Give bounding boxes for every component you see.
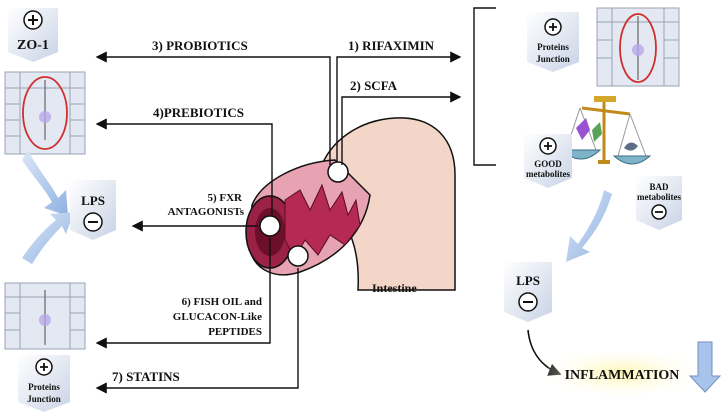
arrow-statins bbox=[95, 268, 299, 394]
sampling-point-3 bbox=[287, 245, 309, 267]
lps-tile-right: LPS bbox=[504, 262, 552, 322]
bad-label-1: BAD bbox=[649, 182, 669, 192]
inflammation-label: INFLAMMATION bbox=[565, 368, 680, 383]
left-panel: ZO-1 LPS bbox=[4, 8, 116, 412]
arrow-rifaximin bbox=[336, 51, 462, 162]
arrow-prebiotics bbox=[95, 118, 273, 215]
intestine-label: Intestine bbox=[372, 281, 417, 295]
curved-arrow-right bbox=[566, 190, 612, 262]
bad-metabolites-tile: BAD metabolites bbox=[636, 176, 682, 230]
label-scfa: 2) SCFA bbox=[350, 78, 398, 93]
zo1-label: ZO-1 bbox=[17, 38, 49, 53]
good-label-2: metabolites bbox=[526, 169, 570, 179]
right-panel: Proteins Junction bbox=[473, 7, 722, 396]
inflammation: INFLAMMATION bbox=[548, 341, 722, 396]
proteins-right-1: Proteins bbox=[537, 42, 569, 52]
sampling-point-1 bbox=[327, 161, 349, 183]
label-fish-1: 6) FISH OIL and bbox=[182, 296, 262, 308]
connectors bbox=[95, 51, 462, 394]
lps-label-left: LPS bbox=[81, 193, 105, 208]
down-arrow-icon bbox=[688, 341, 722, 393]
balance-scale bbox=[560, 96, 652, 165]
intestine: Intestine bbox=[245, 117, 456, 295]
label-fish-3: PEPTIDES bbox=[208, 326, 262, 338]
epithelium-bottom bbox=[4, 282, 86, 350]
lps-label-right: LPS bbox=[516, 273, 540, 288]
curved-arrow-top bbox=[22, 150, 68, 216]
label-probiotics: 3) PROBIOTICS bbox=[152, 38, 248, 53]
arrow-scfa bbox=[341, 91, 462, 165]
label-fxr-2: ANTAGONISTs bbox=[168, 206, 245, 218]
label-rifaximin: 1) RIFAXIMIN bbox=[348, 38, 435, 53]
proteins-right-2: Junction bbox=[536, 54, 570, 64]
good-metabolites-tile: GOOD metabolites bbox=[524, 134, 572, 188]
label-fish-2: GLUCACON-Like bbox=[173, 311, 262, 323]
proteins-junction-right: Proteins Junction bbox=[527, 12, 579, 72]
lps-tile-left: LPS bbox=[70, 180, 116, 240]
proteins-left-1: Proteins bbox=[28, 382, 60, 392]
epithelium-top bbox=[4, 71, 86, 155]
arrow-fish-oil bbox=[95, 238, 271, 349]
bracket bbox=[473, 7, 496, 166]
label-statins: 7) STATINS bbox=[112, 369, 180, 384]
curved-arrow-bottom bbox=[22, 212, 74, 264]
sampling-point-2 bbox=[259, 215, 281, 237]
label-prebiotics: 4)PREBIOTICS bbox=[153, 105, 244, 120]
arrow-probiotics bbox=[95, 51, 331, 165]
good-label-1: GOOD bbox=[534, 159, 562, 169]
epithelium-right bbox=[596, 7, 680, 87]
label-fxr-1: 5) FXR bbox=[207, 192, 243, 204]
zo1-tile: ZO-1 bbox=[8, 8, 58, 62]
proteins-left-2: Junction bbox=[27, 394, 61, 404]
proteins-junction-left: Proteins Junction bbox=[18, 355, 70, 412]
bad-label-2: metabolites bbox=[637, 192, 681, 202]
